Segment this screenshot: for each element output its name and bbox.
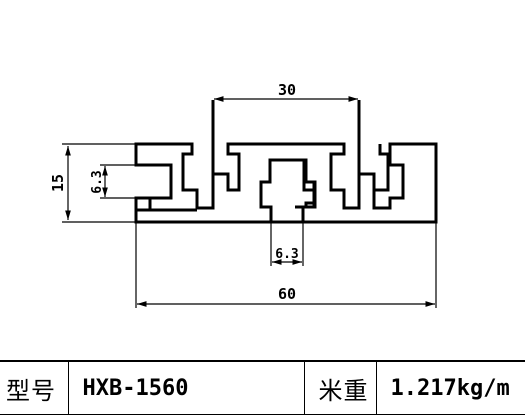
weight-label: 米重 [303,360,376,415]
model-label: 型号 [0,360,68,415]
profile-outline-main [134,142,438,224]
profile-drawing: 30 15 6.3 6.3 60 [49,81,438,308]
weight-value: 1.217kg/m [375,360,525,415]
spec-row: 型号 HXB-1560 米重 1.217kg/m [0,360,525,415]
left-slot-lip [136,198,197,212]
model-value: HXB-1560 [67,360,304,415]
dim-side-slot: 6.3 [90,170,105,193]
dim-total-width: 60 [278,285,296,303]
dim-height: 15 [49,174,67,192]
dim-slot-spacing: 30 [278,81,296,99]
dim-bottom-slot: 6.3 [275,247,298,262]
spec-table: 型号 HXB-1560 米重 1.217kg/m [0,360,525,415]
